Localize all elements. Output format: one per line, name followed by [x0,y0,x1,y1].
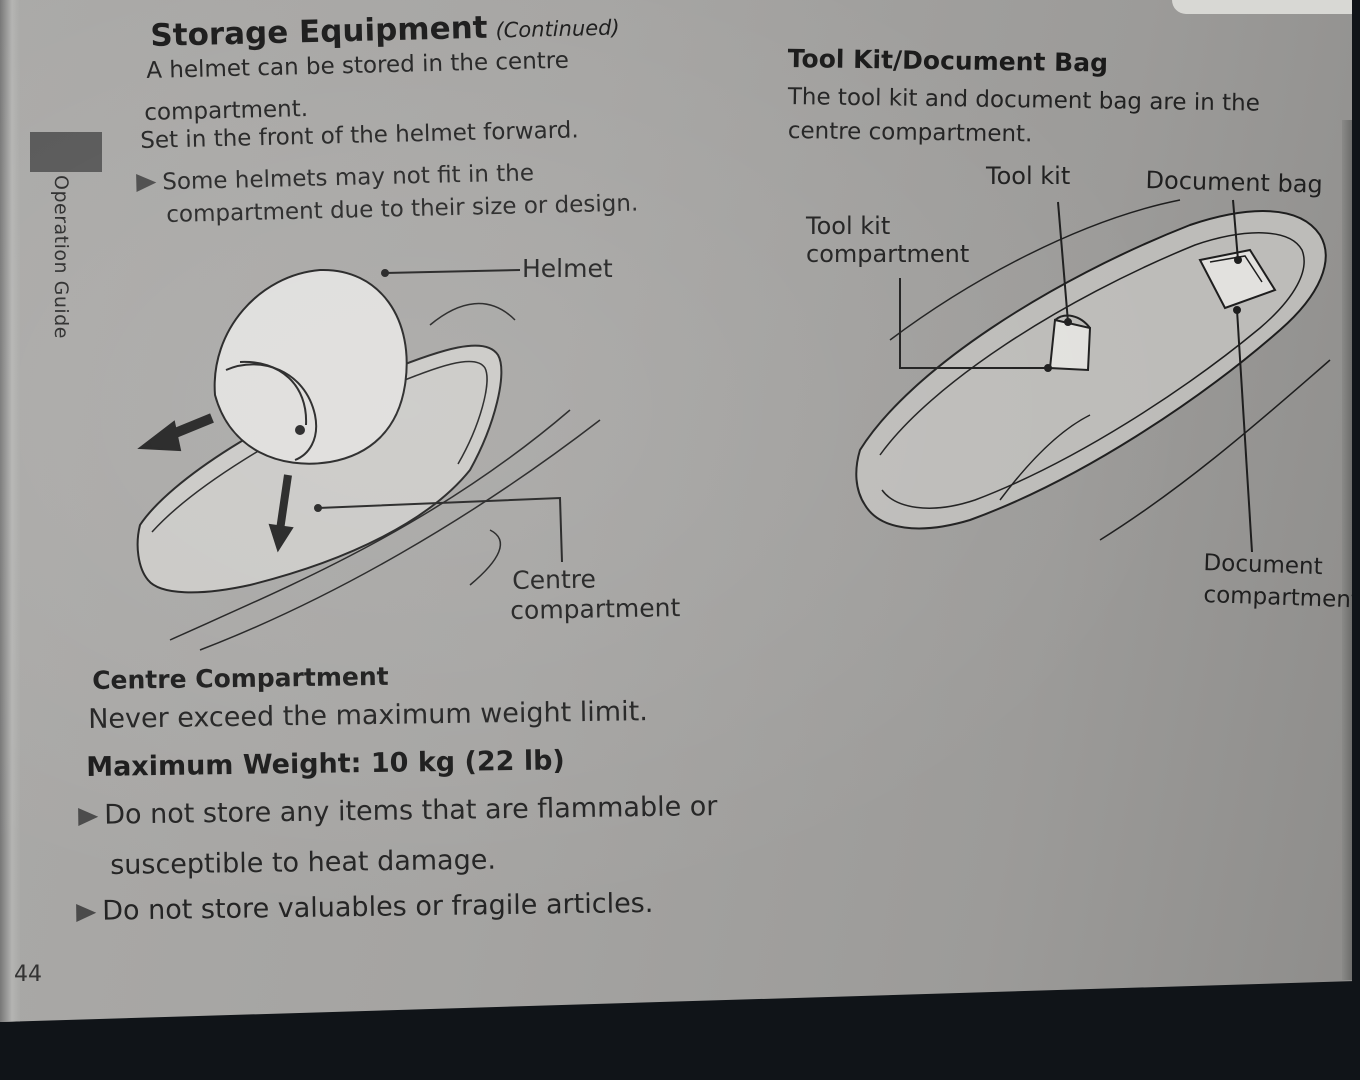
helmet-figure [136,268,601,651]
note-arrow-icon [76,903,97,922]
centre-note-1-line-2: susceptible to heat damage. [110,844,497,881]
toolkit-figure [855,199,1331,553]
storage-title: Storage Equipment(Continued) [150,9,620,54]
page-binding-edge [0,0,20,1022]
page-right-edge [1342,120,1352,980]
helmet-shape [213,268,408,465]
toolkit-title: Tool Kit/Document Bag [787,44,1109,78]
storage-title-suffix: (Continued) [495,15,620,43]
compartment-outline [855,210,1327,530]
storage-line-1: A helmet can be stored in the centre [146,47,570,84]
manual-page: Operation Guide Storage Equipment(Contin… [0,0,1352,1022]
section-tab [30,132,102,172]
tool-kit-pouch [1048,318,1092,372]
label-tool-kit-compartment-1: Tool kit [806,212,891,240]
label-centre-compartment-2: compartment [510,593,681,625]
centre-note-2: Do not store valuables or fragile articl… [76,888,654,927]
document-bag-shape [1198,248,1277,310]
note-arrow-icon [78,807,99,826]
toolkit-line-1: The tool kit and document bag are in the [787,84,1261,117]
storage-note-line-2: compartment due to their size or design. [166,190,639,228]
centre-title: Centre Compartment [92,661,389,695]
storage-line-2: compartment. [144,95,309,126]
label-document-compartment-1: Document [1203,550,1324,581]
label-tool-kit-compartment-2: compartment [806,240,970,268]
centre-note-1: Do not store any items that are flammabl… [78,791,718,831]
label-helmet: Helmet [522,254,613,283]
page-corner [1172,0,1352,14]
centre-line: Never exceed the maximum weight limit. [88,696,649,735]
section-tab-label: Operation Guide [50,175,72,339]
note-arrow-icon [136,173,157,192]
toolkit-line-2: centre compartment. [787,118,1033,148]
label-document-compartment-2: compartment [1203,582,1360,614]
label-tool-kit: Tool kit [986,162,1071,190]
storage-note: Some helmets may not fit in the [136,160,534,196]
centre-max-weight: Maximum Weight: 10 kg (22 lb) [86,745,565,783]
label-centre-compartment-1: Centre [512,564,597,595]
page-number: 44 [14,962,42,987]
